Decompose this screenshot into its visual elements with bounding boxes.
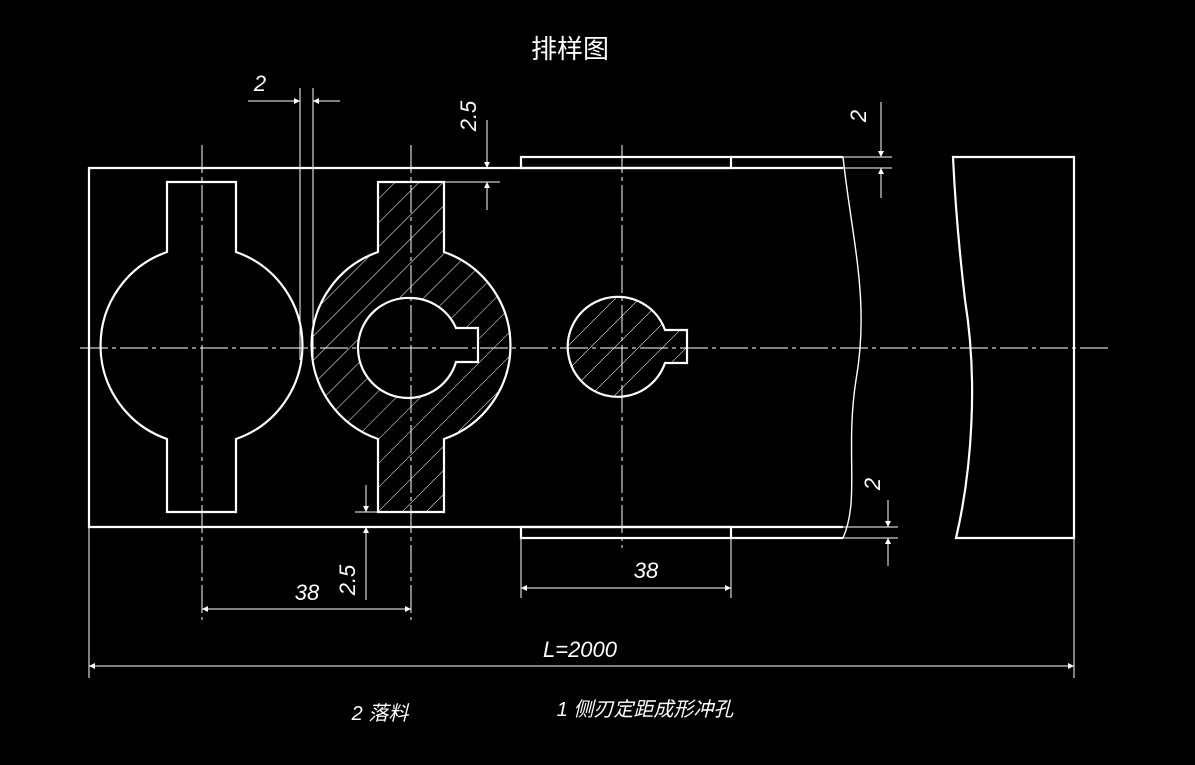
dim-margin-top: 2.5 — [456, 100, 481, 132]
blank-part-2-hatched — [310, 180, 512, 514]
dim-side-top: 2 — [846, 110, 871, 123]
break-line-left — [842, 156, 862, 539]
caption-blanking: 2 落料 — [351, 703, 410, 725]
blank-part-1 — [99, 180, 304, 514]
drawing-title: 排样图 — [531, 34, 609, 64]
strip-end-segment — [951, 155, 1076, 540]
caption-punching: 1 侧刃定距成形冲孔 — [557, 699, 735, 721]
dim-pitch-right: 38 — [634, 558, 659, 583]
dimension-lines — [88, 88, 1075, 678]
punched-keyed-hole — [566, 295, 689, 398]
side-cut-bottom — [519, 525, 733, 540]
dim-margin-bottom: 2.5 — [335, 564, 360, 596]
dim-pitch-left: 38 — [295, 580, 320, 605]
side-cut-top — [519, 155, 733, 170]
dim-overall-length: L=2000 — [543, 637, 618, 662]
dim-side-bottom: 2 — [860, 478, 885, 491]
dim-gap-top: 2 — [253, 71, 266, 96]
centerlines — [80, 145, 1112, 620]
